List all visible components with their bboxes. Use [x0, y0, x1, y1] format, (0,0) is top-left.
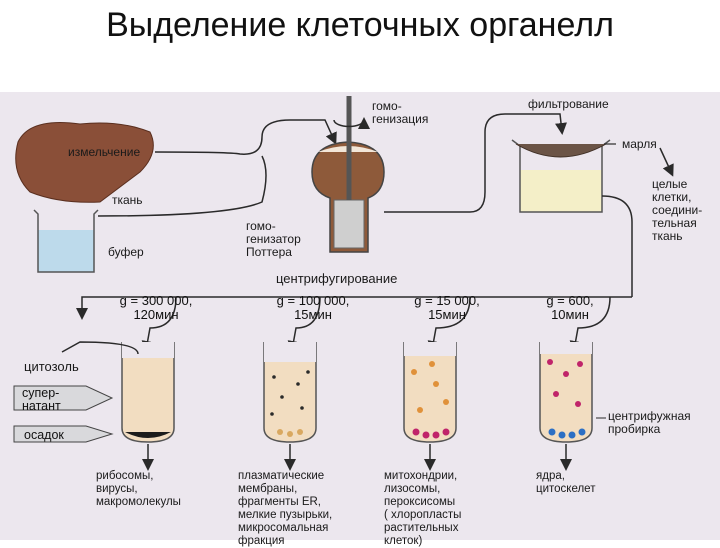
centrifugation-label: центрифугирование [276, 271, 398, 286]
cytosol-label: цитозоль [24, 359, 79, 374]
supernatant-label: супер- натант [22, 386, 61, 413]
centrifuge-tube-2 [263, 342, 317, 443]
cytosol-arrow [61, 341, 139, 355]
to-filter-line [384, 113, 567, 213]
tube-branch-3 [427, 296, 471, 353]
g-value-4: g = 600, 10мин [546, 293, 594, 322]
tube-branch-2 [287, 296, 321, 353]
result-1: рибосомы, вирусы, макромолекулы [96, 470, 181, 508]
filter-beaker [511, 139, 611, 213]
g-value-1: g = 300 000, 120мин [119, 293, 193, 322]
supernatant-box [13, 385, 114, 411]
to-centrifuge-line [601, 195, 633, 297]
grinding-line [154, 119, 337, 155]
tissue-label: ткань [112, 193, 143, 207]
buffer-label: буфер [108, 245, 144, 259]
centrifuge-tube-4 [539, 342, 593, 443]
tube-branch-4 [569, 296, 611, 353]
grinding-label: измельчение [68, 145, 141, 159]
potter-label: гомо- генизатор Поттера [246, 219, 301, 259]
g-value-2: g = 100 000, 15мин [276, 293, 350, 322]
pellet-box [13, 425, 114, 443]
fractionation-diagram [13, 96, 674, 471]
centrifuge-tube-label: центрифужная пробирка [608, 409, 691, 436]
liver-tissue-shape [15, 121, 154, 203]
distribution-line [76, 296, 632, 320]
buffer-line [97, 155, 267, 217]
result-3: митохондрии, лизосомы, пероксисомы ( хло… [384, 470, 462, 547]
centrifuge-tube-1 [121, 342, 175, 443]
tube-branch-1 [141, 296, 177, 353]
result-4: ядра, цитоскелет [536, 470, 596, 495]
filtration-label: фильтрование [528, 97, 609, 111]
result-2: плазматические мембраны, фрагменты ER, м… [238, 470, 333, 547]
pellet-label: осадок [24, 428, 64, 442]
potter-homogenizer [311, 96, 385, 253]
centrifuge-tube-3 [403, 342, 457, 443]
buffer-beaker [33, 209, 99, 273]
whole-cells-label: целые клетки, соедини- тельная ткань [652, 177, 703, 243]
whole-cells-arrow [659, 147, 674, 177]
gauze-label: марля [622, 137, 657, 151]
slide-title: Выделение клеточных органелл [106, 6, 614, 44]
homogenization-label: гомо- генизация [372, 99, 429, 126]
g-value-3: g = 15 000, 15мин [414, 293, 480, 322]
